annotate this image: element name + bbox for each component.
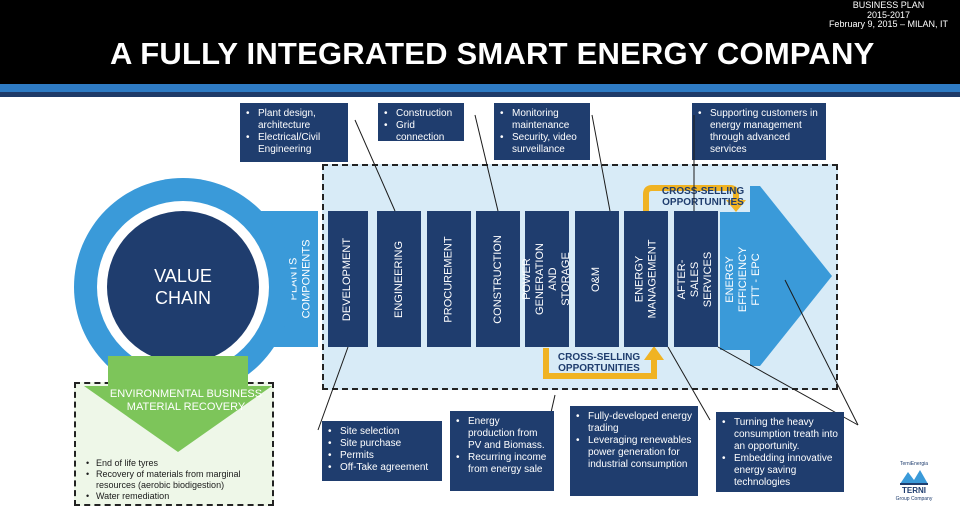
stage-power-generation: POWER GENERATION AND STORAGE: [521, 211, 572, 347]
cross-selling-arrows: [543, 185, 746, 379]
top-box-item: Monitoring maintenance: [500, 108, 584, 132]
meta-date: February 9, 2015 – MILAN, IT: [828, 19, 948, 29]
stage-construction: CONSTRUCTION: [476, 211, 520, 347]
meta-years: 2015-2017: [866, 9, 910, 20]
top-box-engineering: Plant design, architecture Electrical/Ci…: [240, 103, 348, 162]
bottom-box-item: Embedding innovative energy saving techn…: [722, 453, 838, 489]
stage-after-sales: AFTER-SALES SERVICES: [674, 211, 718, 347]
bottom-box-item: Site purchase: [328, 438, 436, 450]
stage-development: DEVELOPMENT: [328, 211, 368, 347]
bottom-box-item: Energy production from PV and Biomass.: [456, 416, 548, 452]
bottom-box-item: Leveraging renewables power generation f…: [576, 435, 692, 471]
header-stripe-dark: [0, 92, 960, 97]
environmental-item: Water remediation: [86, 491, 270, 502]
bottom-box-energy-management: Fully-developed energy trading Leveragin…: [570, 406, 698, 496]
bottom-box-development: Site selection Site purchase Permits Off…: [322, 421, 442, 481]
environmental-list: End of life tyres Recovery of materials …: [84, 458, 270, 502]
top-box-item: Supporting customers in energy managemen…: [698, 108, 820, 156]
top-box-item: Grid connection: [384, 120, 458, 144]
arrow-head-shape: [750, 186, 832, 366]
environmental-label: ENVIRONMENTAL BUSINESS MATERIAL RECOVERY: [109, 388, 263, 413]
stage-procurement: PROCUREMENT: [427, 211, 471, 347]
bottom-box-power: Energy production from PV and Biomass. R…: [450, 411, 554, 491]
bottom-box-item: Fully-developed energy trading: [576, 411, 692, 435]
bottom-box-item: Permits: [328, 450, 436, 462]
environmental-item: Recovery of materials from marginal reso…: [86, 469, 270, 491]
meta-business-plan: BUSINESS PLAN: [852, 0, 925, 10]
header-meta: BUSINESS PLAN 2015-2017 February 9, 2015…: [828, 0, 948, 30]
arrow-body-shape: [720, 212, 760, 350]
value-chain-label: VALUE CHAIN: [154, 266, 212, 308]
top-box-item: Plant design, architecture: [246, 108, 342, 132]
top-box-item: Construction: [384, 108, 458, 120]
bottom-box-item: Turning the heavy consumption treath int…: [722, 417, 838, 453]
value-chain-core: VALUE CHAIN: [107, 211, 259, 363]
header-stripe-blue: [0, 84, 960, 92]
logo-mark-icon: [900, 470, 928, 485]
stage-om: O&M: [575, 211, 619, 347]
cross-selling-bottom-label: CROSS-SELLING OPPORTUNITIES: [557, 352, 641, 374]
page-title: A FULLY INTEGRATED SMART ENERGY COMPANY: [110, 36, 875, 71]
header-bar: [0, 0, 960, 84]
bottom-box-efficiency: Turning the heavy consumption treath int…: [716, 412, 844, 492]
top-box-item: Electrical/Civil Engineering: [246, 132, 342, 156]
cross-selling-top-label: CROSS-SELLING OPPORTUNITIES: [661, 186, 745, 208]
logo-word: TERNI: [902, 486, 926, 495]
bottom-box-item: Off-Take agreement: [328, 462, 436, 474]
top-box-after-sales: Supporting customers in energy managemen…: [692, 103, 826, 160]
top-box-om: Monitoring maintenance Security, video s…: [494, 103, 590, 160]
bottom-box-item: Recurring income from energy sale: [456, 452, 548, 476]
environmental-arrow: [84, 356, 272, 452]
stage-energy-management: ENERGY MANAGEMENT: [624, 211, 668, 347]
logo-sub: Group Company: [895, 496, 933, 502]
top-box-item: Security, video surveillance: [500, 132, 584, 156]
bottom-box-item: Site selection: [328, 426, 436, 438]
logo-brand: TerniEnergia: [899, 461, 929, 467]
environmental-item: End of life tyres: [86, 458, 270, 469]
stage-engineering: ENGINEERING: [377, 211, 421, 347]
top-box-construction: Construction Grid connection: [378, 103, 464, 144]
